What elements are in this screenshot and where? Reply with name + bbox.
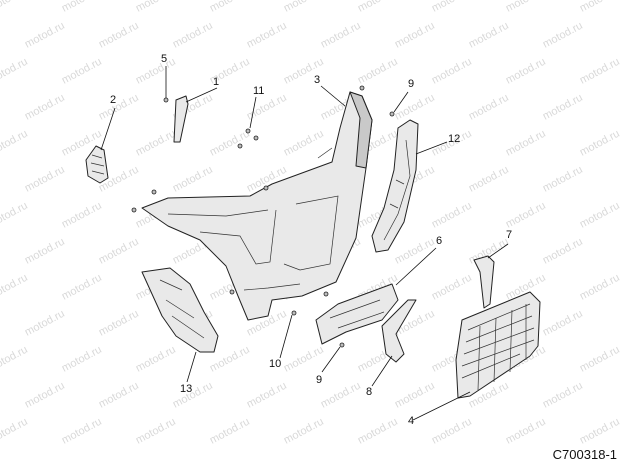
callout-7: 7 [506, 229, 513, 241]
callout-12: 12 [448, 133, 461, 145]
callout-5: 5 [161, 53, 168, 65]
callout-1: 1 [213, 76, 220, 88]
drawing-code-label: C700318-1 [552, 447, 617, 462]
part-2-bracket [85, 145, 109, 184]
part-7-strip [473, 255, 495, 309]
leader-lines [100, 66, 509, 421]
part-1-clip [163, 95, 189, 143]
callout-8: 8 [366, 386, 373, 398]
callout-3: 3 [314, 74, 321, 86]
part-8-bracket [381, 299, 417, 363]
part-4-grille [455, 291, 541, 399]
callout-6: 6 [436, 235, 443, 247]
part-6-lower-cover [291, 283, 399, 348]
part-13-lower-deflector [141, 267, 219, 353]
callout-4: 4 [408, 415, 415, 427]
part-12-side-panel [371, 111, 419, 253]
callout-13: 13 [180, 383, 193, 395]
part-11-fasteners [237, 128, 259, 149]
part-3-front-frame [131, 85, 373, 321]
callout-9-upper: 9 [408, 78, 415, 90]
callout-2: 2 [110, 94, 117, 106]
callout-10: 10 [269, 358, 282, 370]
callout-11: 11 [253, 85, 265, 97]
callout-9-lower: 9 [316, 374, 323, 386]
